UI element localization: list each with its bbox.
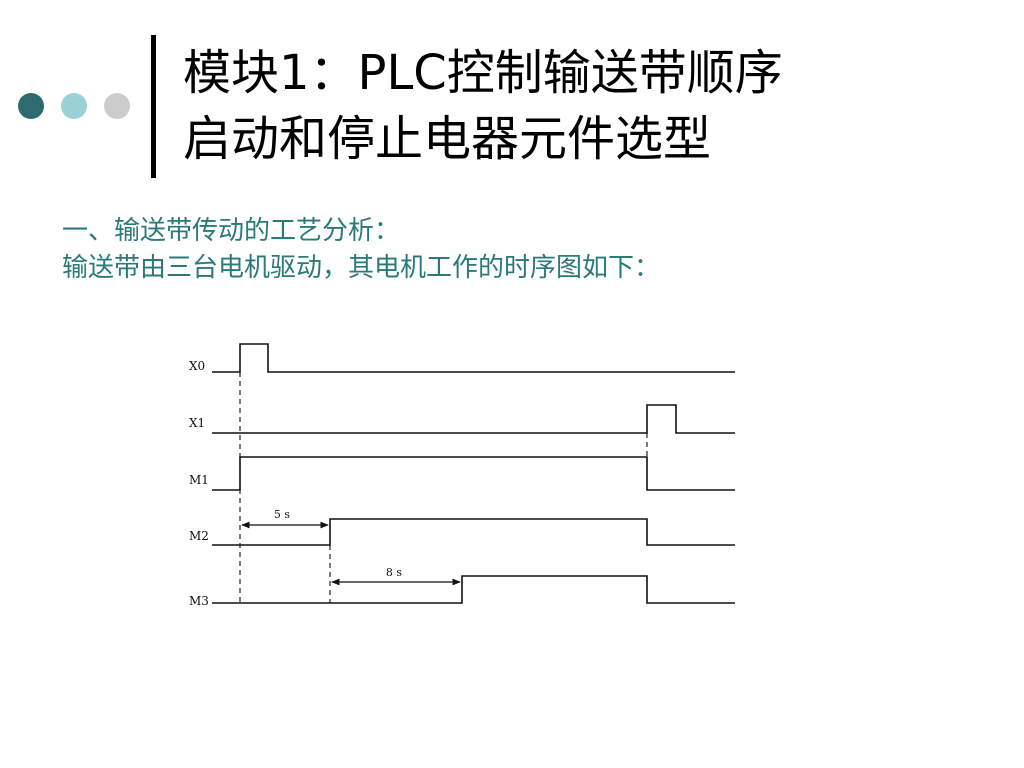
waveform-m3 bbox=[212, 575, 735, 604]
waveform-m2 bbox=[212, 518, 735, 546]
body-line-2: 输送带由三台电机驱动，其电机工作的时序图如下： bbox=[62, 253, 661, 283]
signal-label-x1: X1 bbox=[189, 416, 205, 430]
slide-title-line-1: 模块1：PLC控制输送带顺序 bbox=[183, 45, 783, 101]
signal-label-m1: M1 bbox=[189, 473, 209, 487]
waveform-x1 bbox=[212, 404, 735, 434]
slide-title: 模块1：PLC控制输送带顺序 启动和停止电器元件选型 bbox=[183, 40, 783, 172]
slide-body: 一、输送带传动的工艺分析： 输送带由三台电机驱动，其电机工作的时序图如下： bbox=[62, 213, 660, 287]
delay-label-5s: 5 s bbox=[274, 508, 290, 521]
delay-label-8s: 8 s bbox=[386, 566, 402, 579]
signal-label-m3: M3 bbox=[189, 594, 209, 608]
decor-dot-3 bbox=[104, 93, 130, 119]
body-line-1: 一、输送带传动的工艺分析： bbox=[62, 216, 401, 246]
title-divider bbox=[151, 35, 156, 178]
slide-title-line-2: 启动和停止电器元件选型 bbox=[183, 111, 712, 167]
signal-label-m2: M2 bbox=[189, 529, 209, 543]
waveform-m1 bbox=[212, 456, 735, 491]
waveform-x0 bbox=[212, 343, 735, 373]
decor-dot-1 bbox=[18, 93, 44, 119]
signal-label-x0: X0 bbox=[189, 359, 205, 373]
decor-dot-2 bbox=[61, 93, 87, 119]
